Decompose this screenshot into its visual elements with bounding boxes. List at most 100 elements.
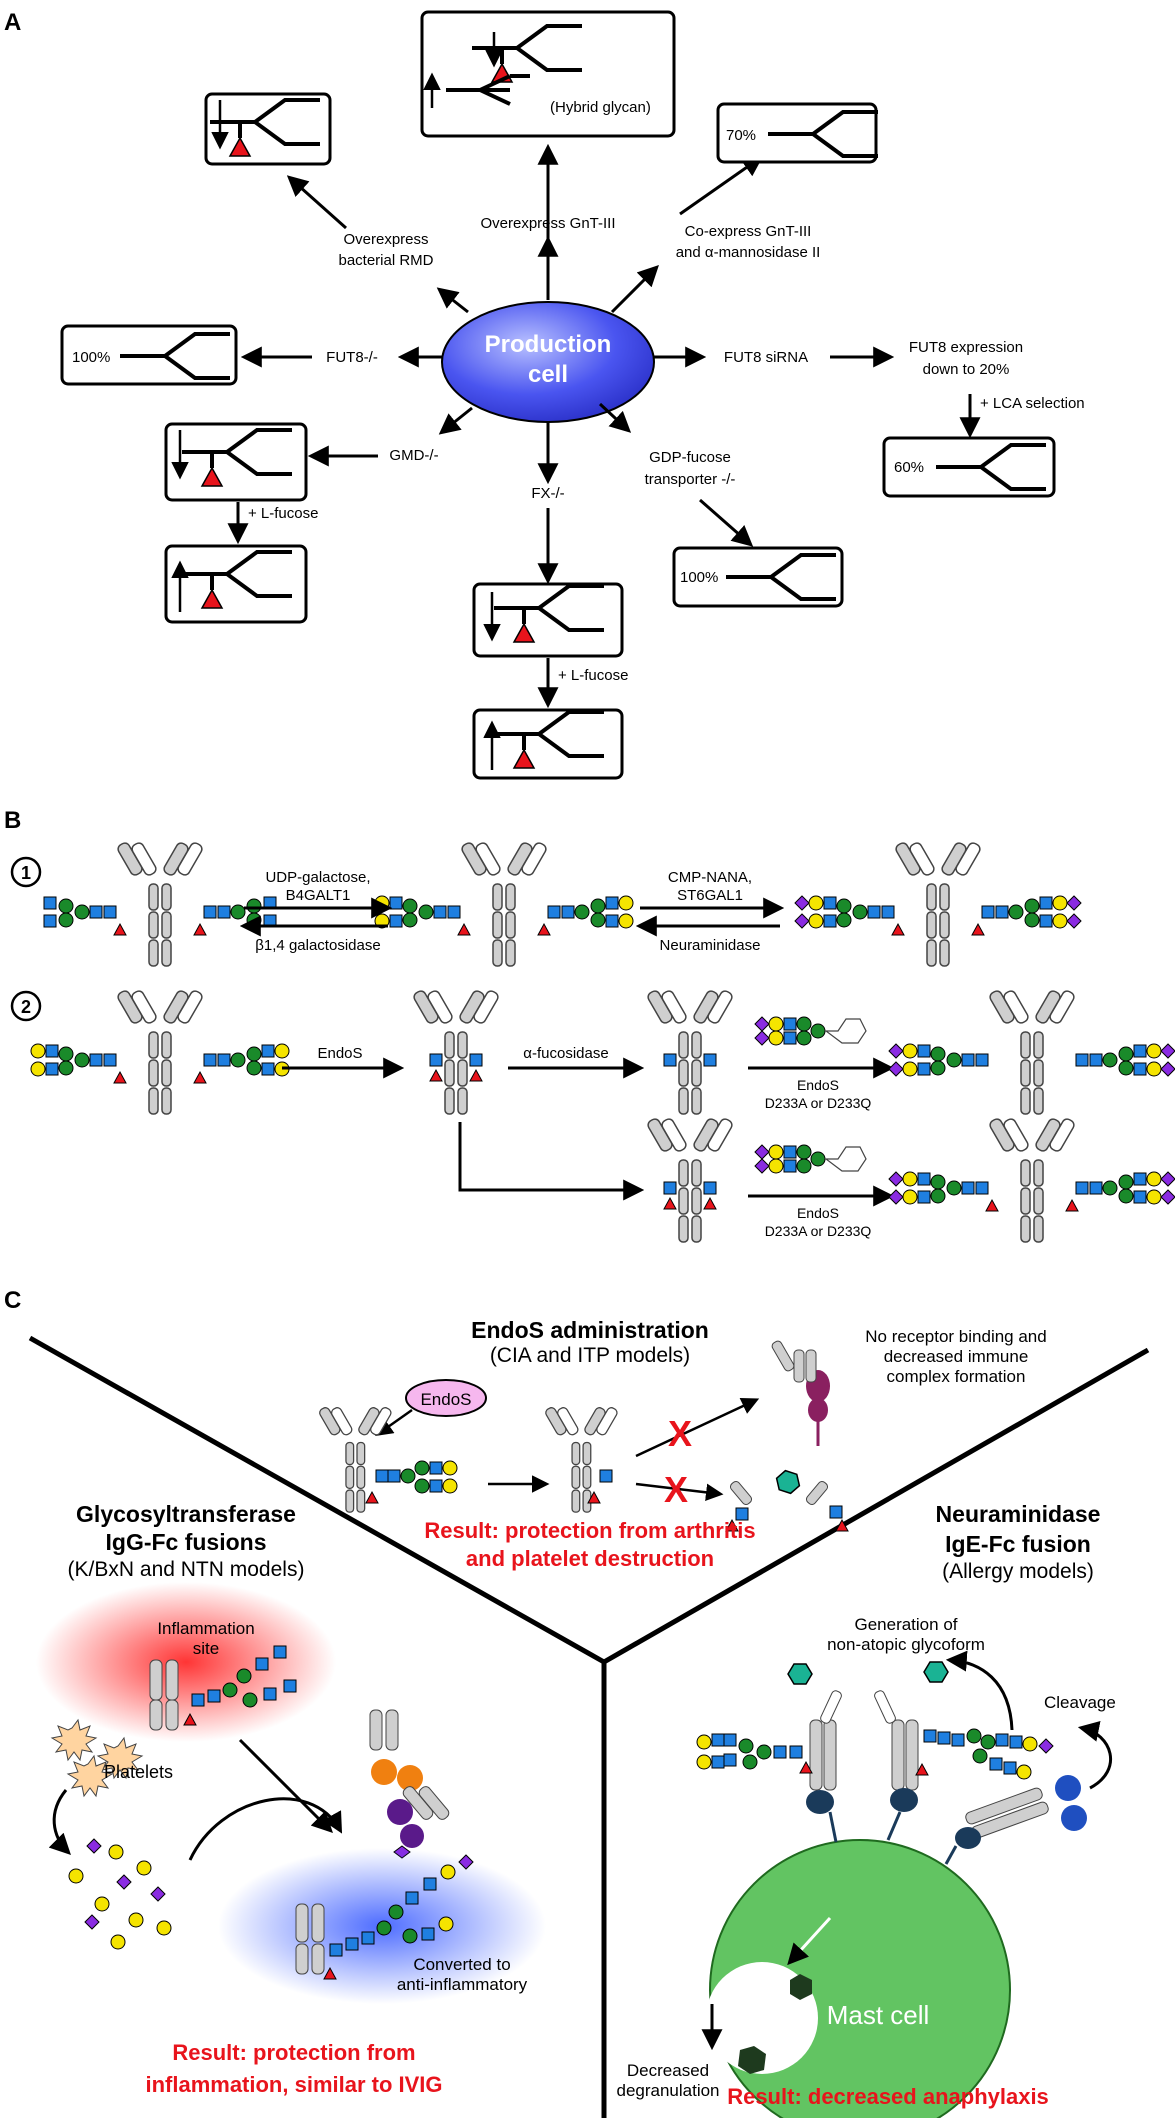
panel-c-dividers bbox=[28, 1335, 1150, 2118]
gen-1: Generation of bbox=[854, 1615, 957, 1634]
result-gt-2: inflammation, similar to IVIG bbox=[145, 2072, 442, 2097]
ige-right bbox=[874, 1661, 1054, 1841]
converted-1: Converted to bbox=[413, 1955, 510, 1974]
hybrid-label: (Hybrid glycan) bbox=[550, 99, 651, 116]
result-neur: Result: decreased anaphylaxis bbox=[727, 2084, 1049, 2109]
gt-fusion-inflamed bbox=[149, 1645, 297, 1731]
label-coexp-2: and α-mannosidase II bbox=[676, 244, 821, 261]
arrow-rmd bbox=[436, 287, 469, 314]
ige-left bbox=[696, 1663, 842, 1843]
result-gt-1: Result: protection from bbox=[172, 2040, 415, 2065]
box-gmd-fuc bbox=[164, 544, 308, 624]
gen-arrow bbox=[945, 1650, 1014, 1731]
endos-bubble-arrow bbox=[375, 1408, 413, 1437]
box-100b: 100% bbox=[672, 546, 844, 608]
label-bgal: β1,4 galactosidase bbox=[255, 937, 380, 954]
endos-models: (CIA and ITP models) bbox=[490, 1344, 690, 1367]
gt-title-1: Glycosyltransferase bbox=[76, 1501, 296, 1527]
label-endos: EndoS bbox=[317, 1045, 362, 1062]
pct-60: 60% bbox=[894, 459, 924, 476]
converted-2: anti-inflammatory bbox=[397, 1975, 528, 1994]
label-gnt3: Overexpress GnT-III bbox=[480, 215, 615, 232]
neur-title-2: IgE-Fc fusion bbox=[945, 1531, 1091, 1557]
pct-100a: 100% bbox=[72, 349, 110, 366]
step-2-label: 2 bbox=[21, 997, 31, 1017]
granule-2 bbox=[738, 2046, 766, 2074]
ab-b2-3 bbox=[645, 988, 735, 1115]
cell-label-1: Production bbox=[485, 331, 612, 358]
released-sugars bbox=[68, 1838, 172, 1950]
label-fut8ko: FUT8-/- bbox=[326, 349, 378, 366]
ab-b1-3 bbox=[794, 840, 1082, 967]
result-endos-2: and platelet destruction bbox=[466, 1546, 714, 1571]
endos-title: EndoS administration bbox=[471, 1317, 709, 1343]
noreceptor-1: No receptor binding and bbox=[865, 1327, 1046, 1346]
arrow-coexp-box bbox=[679, 155, 764, 216]
cleavage-label: Cleavage bbox=[1044, 1693, 1116, 1712]
box-fx-fuc bbox=[472, 708, 624, 780]
arrow-no-complex bbox=[635, 1482, 724, 1502]
label-rmd-1: Overexpress bbox=[343, 231, 428, 248]
endos-bubble-label: EndoS bbox=[420, 1390, 471, 1409]
step-1-circle bbox=[10, 856, 42, 888]
ab-b2-6 bbox=[888, 1116, 1175, 1243]
pct-70: 70% bbox=[726, 127, 756, 144]
arrow-coexp bbox=[610, 265, 659, 314]
label-endos-mut-2b: D233A or D233Q bbox=[765, 1223, 872, 1239]
label-sirna: FUT8 siRNA bbox=[724, 349, 808, 366]
x-mark-2: X bbox=[664, 1469, 688, 1510]
arrow-gdp-box bbox=[699, 498, 754, 547]
label-gdp-1: GDP-fucose bbox=[649, 449, 731, 466]
label-coexp-1: Co-express GnT-III bbox=[685, 223, 812, 240]
box-70: 70% bbox=[716, 102, 880, 164]
label-cmp-1: CMP-NANA, bbox=[668, 869, 752, 886]
label-lca: + LCA selection bbox=[980, 395, 1085, 412]
label-udp-2: B4GALT1 bbox=[286, 887, 351, 904]
label-fx: FX-/- bbox=[531, 485, 564, 502]
ab-c-endos-before bbox=[317, 1405, 458, 1513]
gen-2: non-atopic glycoform bbox=[827, 1635, 985, 1654]
panel-a-label: A bbox=[4, 9, 21, 36]
box-fx bbox=[472, 582, 624, 658]
gt-fusion-converted bbox=[295, 1854, 474, 1980]
label-lfucose1: + L-fucose bbox=[248, 505, 318, 522]
arrow-gdp bbox=[598, 402, 632, 433]
arrow-gmd bbox=[438, 406, 473, 435]
arrow-rmd-box bbox=[286, 175, 347, 230]
platelet-arrow bbox=[48, 1789, 71, 1855]
gt-models: (K/BxN and NTN models) bbox=[68, 1558, 305, 1581]
ab-b1-2 bbox=[374, 840, 634, 967]
inflam-1: Inflammation bbox=[157, 1619, 254, 1638]
label-endos-mut-2a: EndoS bbox=[797, 1205, 839, 1221]
noreceptor-2: decreased immune bbox=[884, 1347, 1029, 1366]
ab-b2-4 bbox=[888, 988, 1175, 1115]
label-cmp-2: ST6GAL1 bbox=[677, 887, 743, 904]
degran-1: Decreased bbox=[627, 2061, 709, 2080]
label-udp-1: UDP-galactose, bbox=[265, 869, 370, 886]
mast-label: Mast cell bbox=[827, 2000, 930, 2030]
receptor-fcgr bbox=[771, 1340, 830, 1446]
receptor-right bbox=[944, 1775, 1087, 1865]
granule-1 bbox=[790, 1974, 812, 2000]
endos-bubble bbox=[405, 1379, 487, 1417]
ab-b2-5 bbox=[645, 1116, 735, 1243]
granule-arrow bbox=[787, 1916, 832, 1966]
ab-b2-2 bbox=[411, 988, 501, 1115]
gt-title-2: IgG-Fc fusions bbox=[106, 1529, 267, 1555]
degran-2: degranulation bbox=[616, 2081, 719, 2100]
label-neur: Neuraminidase bbox=[660, 937, 761, 954]
ab-b2-1 bbox=[30, 988, 290, 1115]
box-gmd bbox=[164, 422, 308, 502]
oxazoline-substrate-1 bbox=[754, 1016, 867, 1046]
ab-c-endos-after bbox=[543, 1405, 620, 1513]
oxazoline-substrate-2 bbox=[754, 1144, 867, 1174]
immune-complex bbox=[725, 1469, 849, 1532]
label-endos-mut-1b: D233A or D233Q bbox=[765, 1095, 872, 1111]
label-endos-mut-1a: EndoS bbox=[797, 1077, 839, 1093]
label-lfucose2: + L-fucose bbox=[558, 667, 628, 684]
platelets-label: Platelets bbox=[104, 1762, 173, 1782]
step-1-label: 1 bbox=[21, 863, 31, 883]
pct-100b: 100% bbox=[680, 569, 718, 586]
label-fut8expr-1: FUT8 expression bbox=[909, 339, 1023, 356]
box-rmd bbox=[204, 92, 332, 166]
